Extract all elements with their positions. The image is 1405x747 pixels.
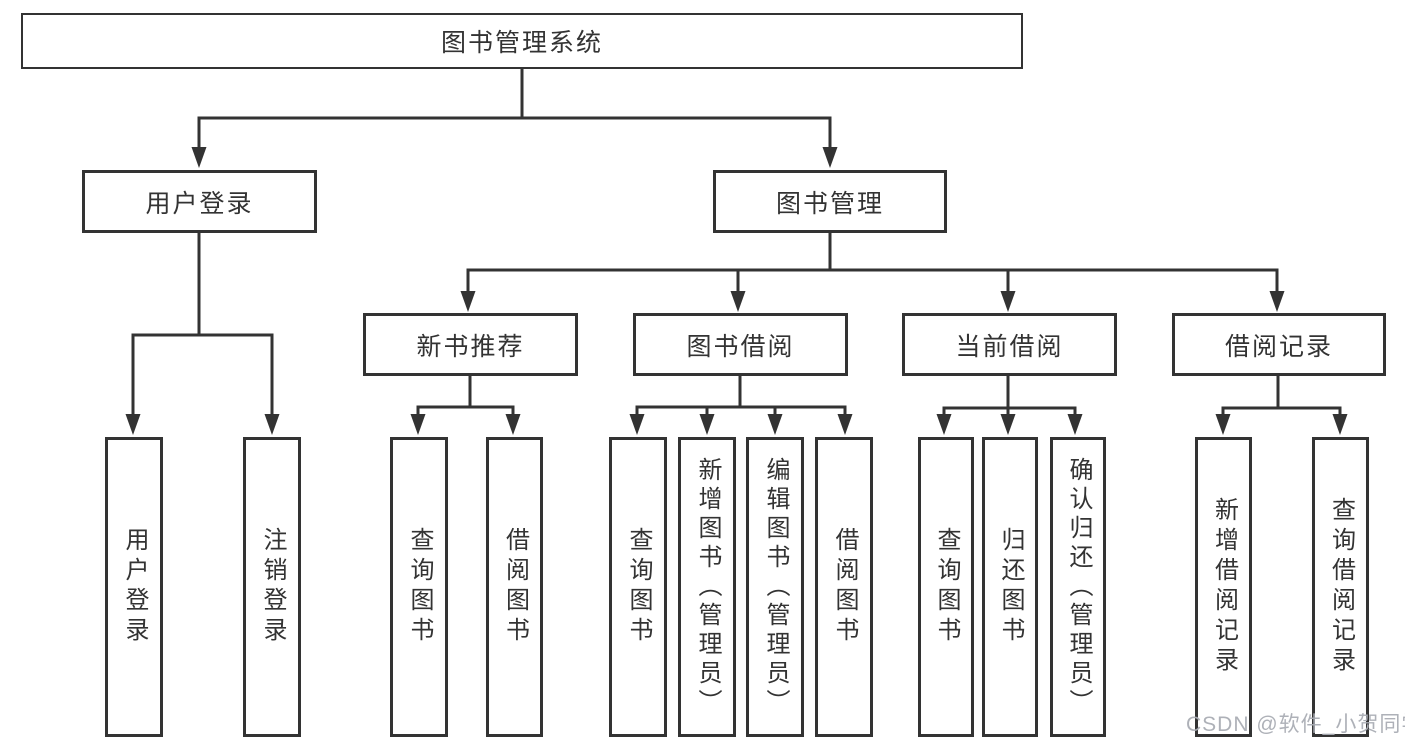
leaf-record-query: 查询借阅记录: [1312, 437, 1369, 737]
leaf-record-add: 新增借阅记录: [1195, 437, 1252, 737]
leaf-logout: 注销登录: [243, 437, 301, 737]
leaf-newbook-borrow-label: 借阅图书: [501, 527, 529, 647]
leaf-logout-label: 注销登录: [259, 527, 286, 647]
leaf-current-return-label: 归还图书: [997, 527, 1024, 647]
node-user-login-group: 用户登录: [82, 170, 317, 233]
leaf-borrowing-borrow-label: 借阅图书: [831, 527, 858, 647]
node-borrowing-records: 借阅记录: [1172, 313, 1386, 376]
node-root: 图书管理系统: [21, 13, 1023, 69]
node-root-label: 图书管理系统: [440, 29, 603, 57]
leaf-newbook-query: 查询图书: [390, 437, 448, 737]
node-new-book-recommend-label: 新书推荐: [416, 332, 525, 361]
node-book-borrowing: 图书借阅: [633, 313, 848, 376]
node-borrowing-records-label: 借阅记录: [1224, 332, 1333, 361]
leaf-current-confirm-return: 确认归还（管理员）: [1050, 437, 1106, 737]
node-user-login-group-label: 用户登录: [145, 189, 254, 218]
leaf-current-confirm-return-label: 确认归还（管理员）: [1065, 456, 1092, 718]
leaf-borrowing-edit: 编辑图书（管理员）: [746, 437, 804, 737]
node-book-management: 图书管理: [713, 170, 947, 233]
leaf-borrowing-add: 新增图书（管理员）: [678, 437, 736, 737]
leaf-user-login-label: 用户登录: [121, 527, 148, 647]
leaf-newbook-borrow: 借阅图书: [486, 437, 543, 737]
node-current-borrowing-label: 当前借阅: [955, 332, 1064, 361]
leaf-current-query-label: 查询图书: [933, 527, 960, 647]
leaf-record-add-label: 新增借阅记录: [1210, 497, 1238, 677]
leaf-user-login: 用户登录: [105, 437, 163, 737]
leaf-record-query-label: 查询借阅记录: [1327, 497, 1355, 677]
watermark: CSDN @软件_小贺同学: [1186, 713, 1405, 736]
node-new-book-recommend: 新书推荐: [363, 313, 578, 376]
leaf-borrowing-query-label: 查询图书: [625, 527, 652, 647]
leaf-borrowing-query: 查询图书: [609, 437, 667, 737]
leaf-current-return: 归还图书: [982, 437, 1038, 737]
leaf-newbook-query-label: 查询图书: [406, 527, 433, 647]
leaf-borrowing-add-label: 新增图书（管理员）: [694, 456, 721, 718]
leaf-current-query: 查询图书: [918, 437, 974, 737]
node-book-management-label: 图书管理: [775, 189, 884, 218]
node-current-borrowing: 当前借阅: [902, 313, 1117, 376]
node-book-borrowing-label: 图书借阅: [686, 332, 795, 361]
leaf-borrowing-borrow: 借阅图书: [815, 437, 873, 737]
leaf-borrowing-edit-label: 编辑图书（管理员）: [762, 456, 789, 718]
